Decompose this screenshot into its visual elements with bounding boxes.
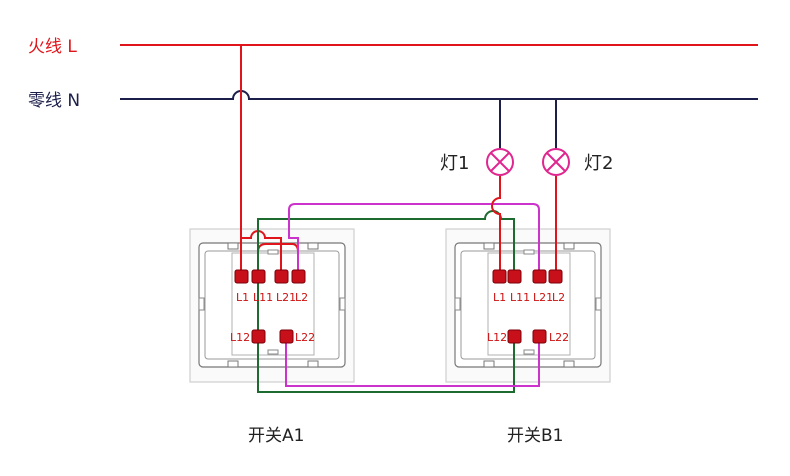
neutral-line-label: 零线 N — [28, 91, 80, 111]
b1-terminal-l22 — [532, 329, 547, 344]
traveler-magenta-wire — [288, 203, 540, 276]
b1-terminal-l1 — [492, 269, 507, 284]
switch-a1 — [189, 228, 355, 383]
a1-label-l12: L12 — [230, 331, 250, 344]
switch-a1-label: 开关A1 — [248, 426, 304, 446]
a1-label-l11: L11 — [253, 291, 273, 304]
b1-label-l12: L12 — [487, 331, 507, 344]
b1-terminal-l21 — [532, 269, 547, 284]
lamp-1-label: 灯1 — [440, 153, 469, 174]
live-line-label: 火线 L — [28, 37, 77, 57]
a1-terminal-l11 — [251, 269, 266, 284]
a1-label-l22: L22 — [295, 331, 315, 344]
lamp-1-icon — [486, 148, 514, 176]
a1-label-l1: L1 — [236, 291, 249, 304]
a1-terminal-l1 — [234, 269, 249, 284]
neutral-line — [120, 90, 758, 100]
b1-label-l11: L11 — [510, 291, 530, 304]
b1-terminals — [492, 269, 563, 344]
b1-terminal-l2 — [548, 269, 563, 284]
b1-terminal-l11 — [507, 269, 522, 284]
a1-terminal-l12 — [251, 329, 266, 344]
switch-b1 — [445, 228, 611, 383]
traveler-magenta-bottom-wire — [285, 336, 540, 387]
switch-b1-label: 开关B1 — [507, 426, 563, 446]
b1-label-l1: L1 — [493, 291, 506, 304]
b1-label-l2: L2 — [552, 291, 565, 304]
a1-terminal-l2 — [291, 269, 306, 284]
lamp-2-label: 灯2 — [584, 153, 613, 174]
b1-label-l21: L21 — [533, 291, 553, 304]
a1-terminal-l21 — [274, 269, 289, 284]
a1-jumper-wire — [241, 230, 282, 276]
a1-label-l21: L21 — [276, 291, 296, 304]
a1-terminal-l22 — [279, 329, 294, 344]
b1-terminal-l12 — [507, 329, 522, 344]
a1-terminals — [234, 269, 306, 344]
b1-label-l22: L22 — [549, 331, 569, 344]
lamp1-wire — [491, 176, 501, 276]
a1-label-l2: L2 — [295, 291, 308, 304]
lamp-2-icon — [542, 148, 570, 176]
